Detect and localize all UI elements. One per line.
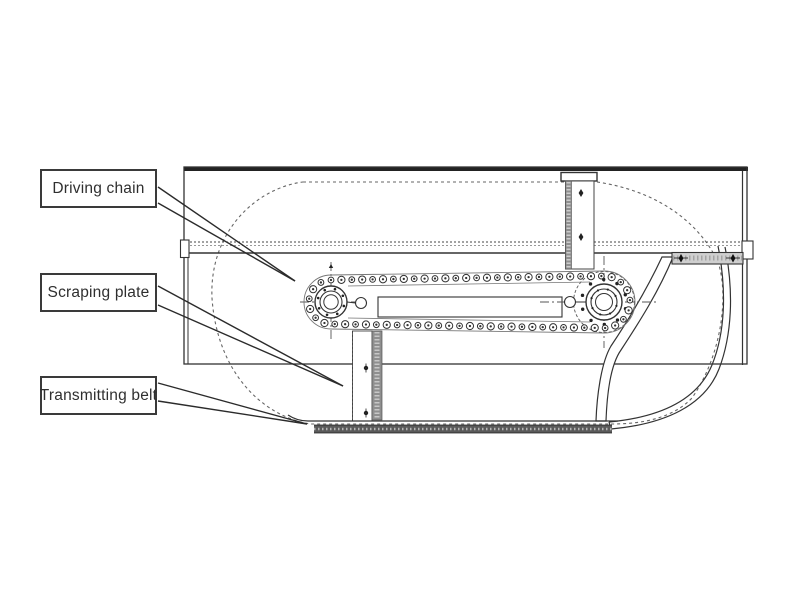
left-sprocket-hub-mid	[319, 290, 343, 314]
hanger-plate	[560, 171, 598, 270]
trough-band	[179, 239, 754, 260]
left-tensioner-stem	[346, 301, 356, 304]
housing-frame	[183, 166, 748, 365]
diagonal-scraper-blade	[595, 256, 674, 422]
left-centerline-arrow	[328, 264, 334, 268]
band-left-tab	[179, 239, 190, 259]
chain-top-inner-edge	[347, 281, 591, 287]
scraping-plate	[352, 330, 383, 422]
hanger-bolt-top	[578, 189, 584, 197]
callout-driving-chain-label: Driving chain	[52, 179, 145, 197]
hanger-cap	[560, 171, 598, 182]
band-right-end-block	[741, 240, 754, 260]
bracket-bolt-right	[730, 254, 736, 263]
right-sprocket-bore	[595, 293, 613, 311]
chain-bottom-inner-edge	[347, 317, 591, 323]
callout-transmitting-belt-label: Transmitting belt	[39, 386, 158, 404]
driving-chain-leader-2	[157, 202, 296, 282]
chain-links	[305, 272, 634, 332]
chain-outer-outline	[303, 270, 636, 334]
callout-scraping-plate-label: Scraping plate	[47, 283, 150, 301]
right-sprocket	[540, 256, 656, 348]
bracket-bolt-left	[678, 254, 684, 263]
scraping-plate-body	[352, 330, 373, 422]
chute-inner-curve	[608, 245, 725, 423]
bracket-bar	[671, 251, 744, 265]
right-sprocket-hub-mid	[590, 288, 618, 316]
left-tensioner-roller	[354, 296, 368, 310]
transmitting-belt	[287, 414, 618, 434]
mounting-bracket	[671, 251, 744, 265]
scraping-plate-leader-2	[157, 304, 344, 387]
driving-chain-leader-1	[157, 186, 296, 282]
transmitting-belt-leader-2	[157, 400, 308, 425]
housing-outline	[183, 166, 748, 365]
scraping-plate-leader-1	[157, 285, 344, 387]
chain-guide-frame	[377, 296, 563, 318]
belt-top-line	[287, 414, 618, 422]
callout-driving-chain: Driving chain	[40, 169, 157, 208]
callout-leader-lines	[157, 186, 344, 425]
hanger-bolt-bottom	[578, 233, 584, 241]
left-sprocket-bolt-circle	[316, 287, 346, 317]
callout-transmitting-belt: Transmitting belt	[40, 376, 157, 415]
transmitting-belt-leader-1	[157, 382, 308, 425]
callout-scraping-plate: Scraping plate	[40, 273, 157, 312]
right-sprocket-bolt-circle-inner	[590, 288, 618, 316]
left-sprocket	[300, 262, 368, 342]
driving-chain	[303, 270, 636, 334]
left-sprocket-bore	[323, 294, 339, 310]
right-tensioner-roller	[563, 295, 577, 309]
chute-outer-curve	[610, 246, 732, 430]
